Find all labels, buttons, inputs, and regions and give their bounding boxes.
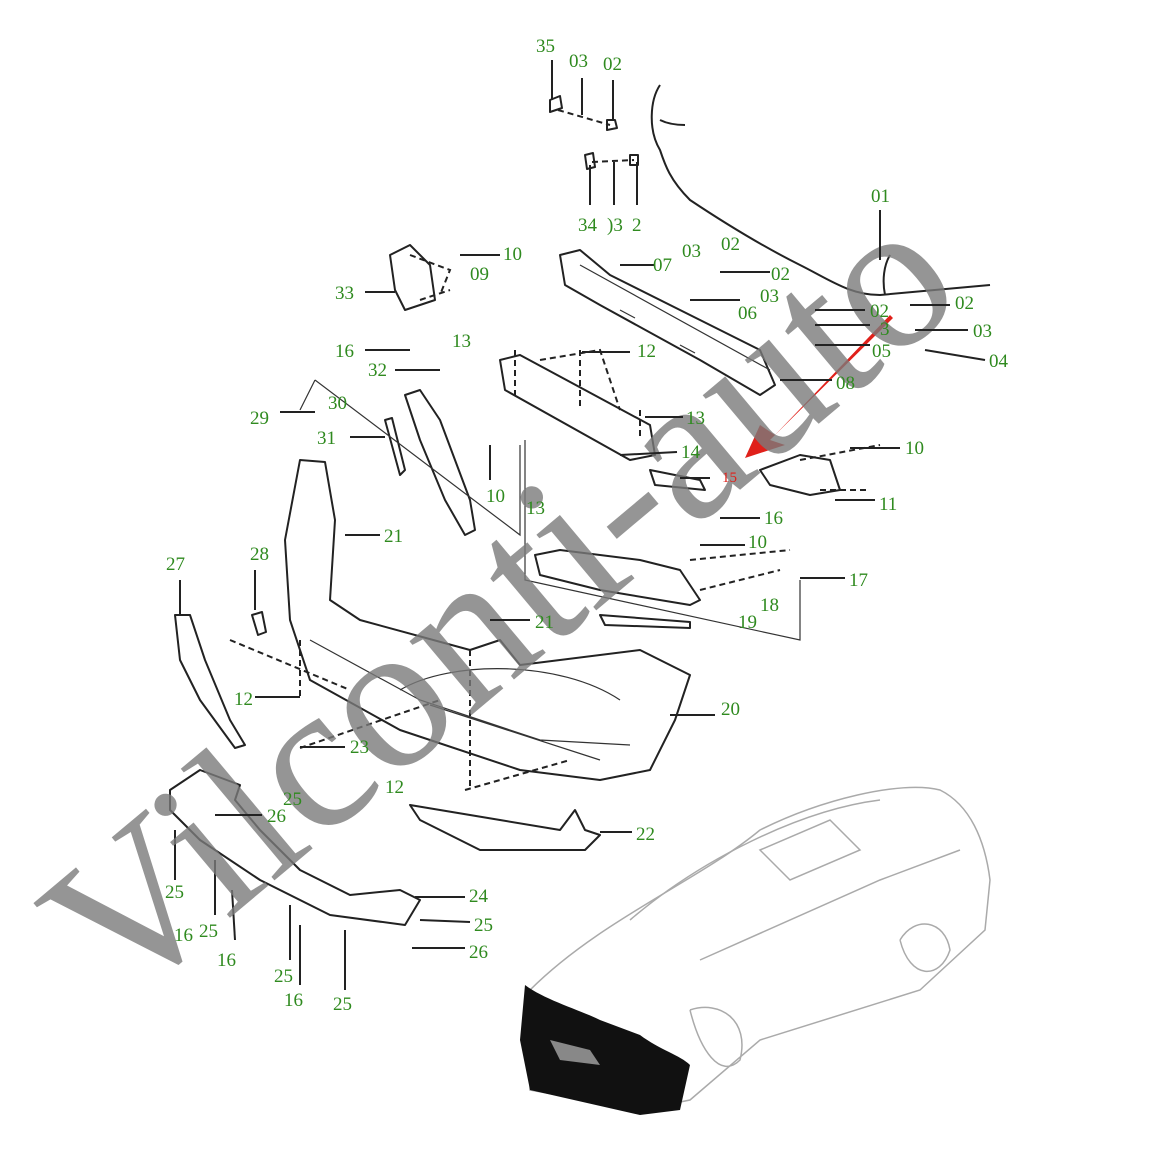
callout-label: 16 [764,508,783,529]
callout-label: 12 [637,341,656,362]
callout-label: 10 [748,532,767,553]
callout-label: 23 [350,737,369,758]
callout-label: 06 [738,303,757,324]
callout-label: 28 [250,544,269,565]
callout-label-highlighted: 15 [722,470,737,486]
callout-label: 30 [328,393,347,414]
callout-label: 13 [686,408,705,429]
callout-label: 03 [682,241,701,262]
bumper-beam [559,249,776,396]
callout-label: 14 [681,442,701,463]
callout-label: 32 [368,360,387,381]
callout-label: 05 [872,341,891,362]
callout-label: 2 [632,215,642,236]
highlighted-front-bumper [520,985,690,1115]
callout-label: 03 [760,286,779,307]
callout-label: 10 [503,244,522,265]
callout-label: 02 [721,234,740,255]
callout-label: 19 [738,612,757,633]
parts-drawing [169,60,991,990]
bumper-cover [284,459,691,781]
callout-label: 09 [470,264,489,285]
callout-label: 25 [165,882,184,903]
callout-label: 26 [267,806,286,827]
lower-spoiler [169,769,421,926]
callout-label: 31 [317,428,336,449]
callout-label: 33 [335,283,354,304]
callout-label: 35 [536,36,555,57]
callout-label: 08 [836,373,855,394]
callout-label: 16 [335,341,354,362]
callout-label: 25 [283,789,302,810]
callout-label: )3 [607,215,623,236]
car-illustration [520,786,991,1115]
callout-label: 02 [870,301,889,322]
callout-label: 02 [603,54,622,75]
callout-label: 16 [174,925,193,946]
callout-label: 29 [250,408,269,429]
callout-label: 22 [636,824,655,845]
callout-label: 25 [199,921,218,942]
callout-label: 03 [973,321,992,342]
callout-label: 13 [526,498,545,519]
callout-label: 21 [535,612,554,633]
callout-label: 20 [721,699,740,720]
callout-label: 25 [274,966,293,987]
highlight-arrow [745,315,893,458]
callout-label: 24 [469,886,489,907]
callout-label: 3 [880,319,890,340]
callout-label: 17 [849,570,868,591]
callout-label: 27 [166,554,185,575]
callout-label: 10 [905,438,924,459]
callout-label: 16 [284,990,303,1011]
callout-label: 04 [989,351,1009,372]
callout-label: 13 [452,331,471,352]
callout-label: 18 [760,595,779,616]
callout-label: 21 [384,526,403,547]
callout-label: 26 [469,942,488,963]
energy-absorber [499,354,656,461]
callout-label: 07 [653,255,672,276]
callout-label: 25 [333,994,352,1015]
callout-label: 25 [474,915,493,936]
leader-lines [179,210,986,949]
callout-label: 12 [234,689,253,710]
callout-label: 34 [578,215,598,236]
watermark: Vilconti-auto [0,156,997,1045]
callout-label: 03 [569,51,588,72]
callout-labels: 35 03 02 34 )3 2 01 10 09 33 03 02 07 02… [165,36,1009,1015]
callout-label: 12 [385,777,404,798]
wiring-harness [650,84,991,296]
callout-label: 11 [879,494,897,515]
callout-label: 01 [871,186,890,207]
callout-label: 16 [217,950,236,971]
bracket-33 [389,244,436,311]
callout-label: 02 [955,293,974,314]
callout-label: 02 [771,264,790,285]
callout-label: 10 [486,486,505,507]
